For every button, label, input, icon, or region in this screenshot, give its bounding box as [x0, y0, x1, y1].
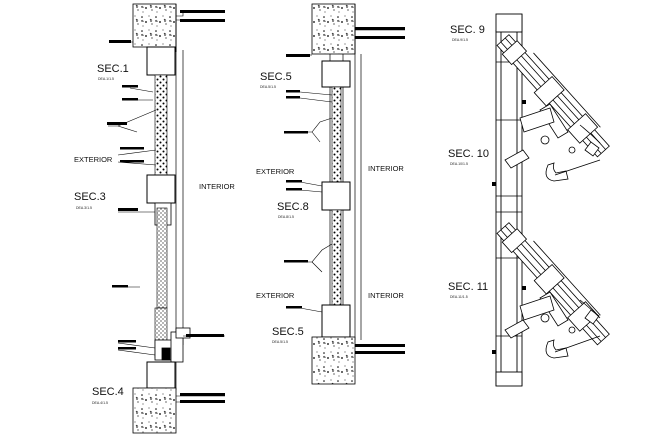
frame-box-sec4: [146, 361, 176, 389]
slab-top: [132, 3, 177, 48]
sec4-title: SEC.4: [92, 386, 124, 398]
bottom-hardware: [154, 327, 191, 363]
sec8-title: SEC.8: [277, 201, 309, 213]
louvre-lower: [496, 222, 610, 359]
louvre-upper: [496, 34, 610, 182]
frame-box-sec3: [146, 174, 176, 204]
glass-pane-lower: [156, 207, 168, 309]
sec5-bottom-title: SEC.5: [272, 326, 304, 338]
slab-top-2: [311, 3, 356, 55]
exterior-label-1: EXTERIOR: [74, 155, 113, 164]
sec9-title: SEC. 9: [450, 24, 485, 36]
sec5-top-scale: DEA.5/1.5: [260, 85, 276, 89]
exterior-label-2a: EXTERIOR: [256, 167, 295, 176]
sec11-scale: DEA.11/1.5: [450, 295, 468, 299]
sec10-title: SEC. 10: [448, 148, 489, 160]
frame-box-sec1: [146, 46, 176, 76]
detail-3: SEC. 9 DEA.9/1.5 SEC. 10 DEA.10/1.5 SEC.…: [448, 13, 610, 387]
sec10-scale: DEA.10/1.5: [450, 162, 468, 166]
leaders-2: [298, 29, 405, 354]
leader-tags-2: [284, 27, 405, 354]
sec9-scale: DEA.9/1.5: [452, 38, 468, 42]
interior-label-2b: INTERIOR: [368, 291, 404, 300]
slab-bottom-2: [311, 336, 356, 385]
frame-box-sec5-bottom: [321, 304, 351, 338]
sec4-scale: DEA.4/1.5: [92, 401, 108, 405]
sec5-bottom-scale: DEA.5/1.5: [272, 340, 288, 344]
leader-tags-1: [107, 10, 225, 403]
detail-2: SEC.5 DEA.5/1.5 EXTERIOR INTERIOR SEC.8 …: [256, 3, 405, 385]
horizontal-rails: [496, 61, 522, 337]
sec5-top-title: SEC.5: [260, 71, 292, 83]
slab-bottom: [132, 387, 177, 434]
small-brackets: [492, 100, 526, 354]
frame-box-sec8: [321, 181, 351, 211]
interior-label-2a: INTERIOR: [368, 164, 404, 173]
frame-box-sec5-top: [321, 60, 351, 88]
mullion-lower: [331, 209, 342, 306]
sec8-scale: DEA.8/1.5: [278, 215, 294, 219]
glass-pane-upper: [154, 74, 168, 176]
detail-1: SEC.1 DEA.1/1.5 EXTERIOR INTERIOR SEC.3 …: [74, 3, 235, 434]
sec1-title: SEC.1: [97, 63, 129, 75]
bottom-cap: [495, 371, 523, 387]
top-cap: [495, 13, 523, 33]
mullion-upper: [331, 86, 342, 183]
sec3-title: SEC.3: [74, 191, 106, 203]
sec11-title: SEC. 11: [448, 281, 488, 293]
interior-label-1: INTERIOR: [199, 182, 235, 191]
exterior-label-2b: EXTERIOR: [256, 291, 295, 300]
sec1-scale: DEA.1/1.5: [98, 77, 114, 81]
sec3-scale: DEA.3/1.5: [76, 206, 92, 210]
